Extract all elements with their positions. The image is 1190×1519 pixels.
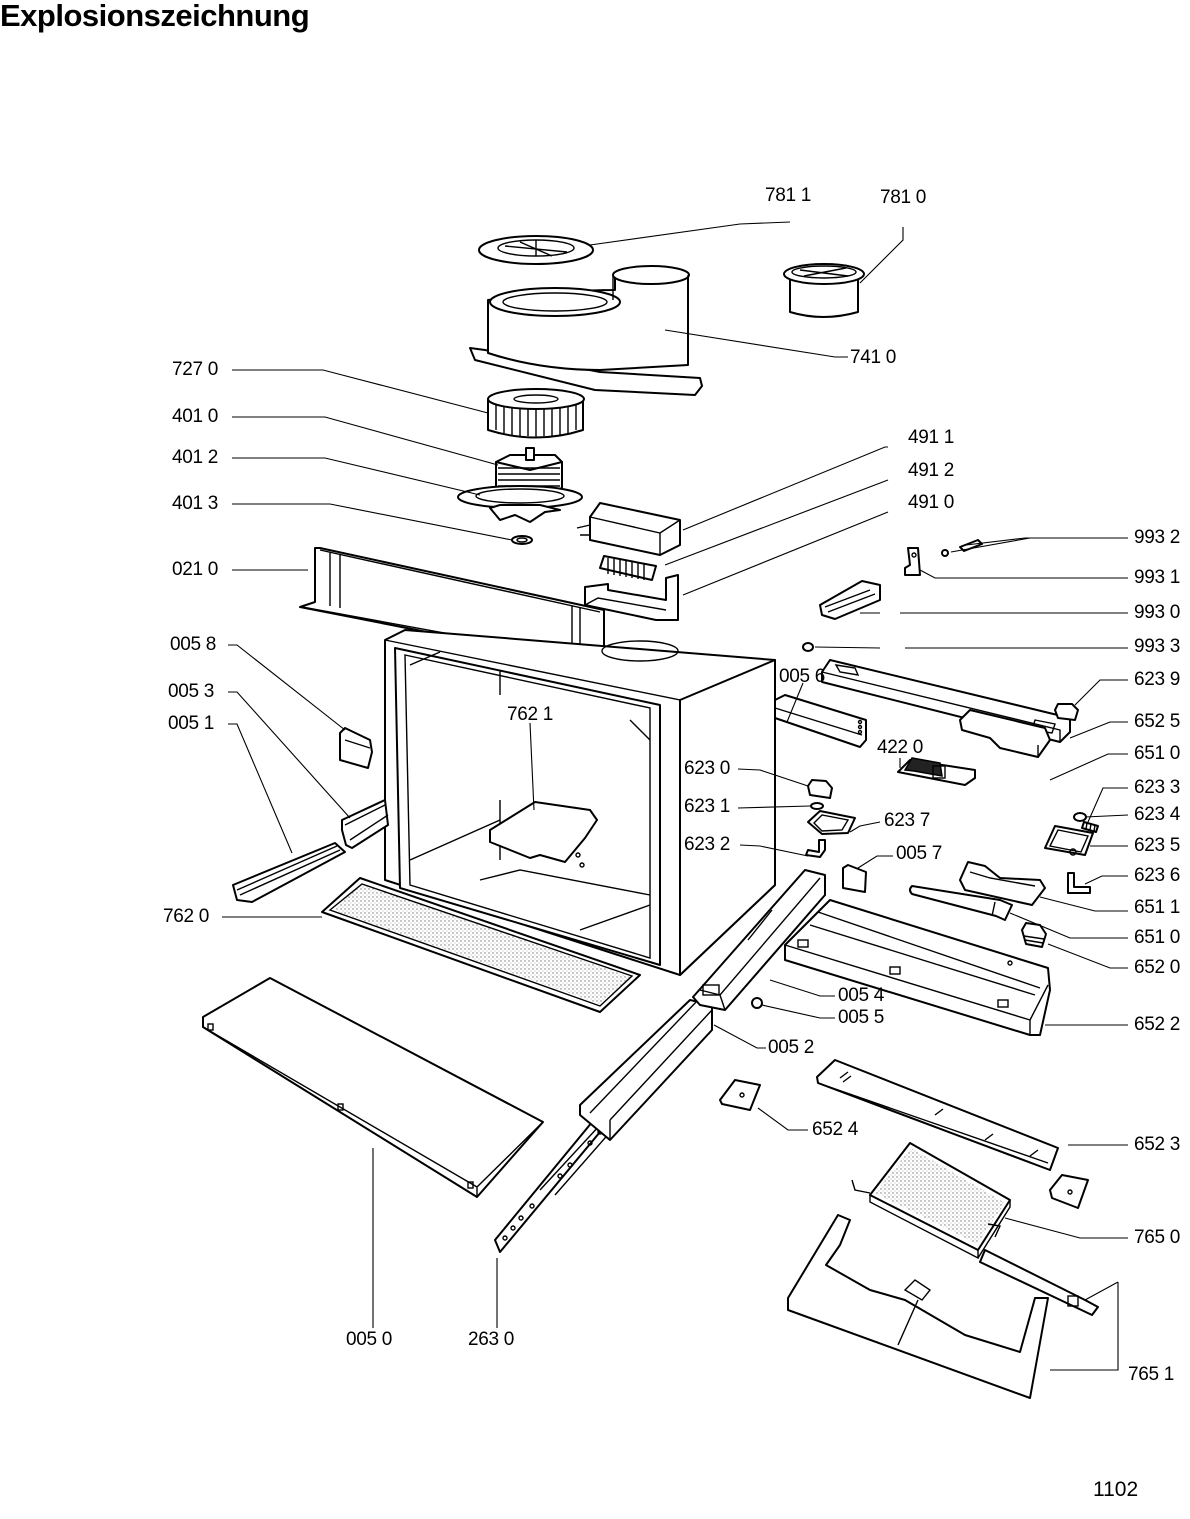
part-401-2-motor-mount	[457, 485, 583, 523]
part-623-0-knob	[807, 779, 833, 799]
callout-005-4: 005 4	[838, 985, 885, 1006]
callout-762-0: 762 0	[163, 906, 210, 927]
part-993-0-guide	[819, 580, 881, 620]
callout-623-1: 623 1	[684, 796, 731, 817]
callout-741-0: 741 0	[850, 347, 897, 368]
callout-401-2: 401 2	[172, 447, 219, 468]
callout-652-0: 652 0	[1134, 957, 1181, 978]
callout-005-3: 005 3	[168, 681, 215, 702]
callout-652-5: 652 5	[1134, 711, 1181, 732]
callout-623-4: 623 4	[1134, 804, 1181, 825]
callout-005-2: 005 2	[768, 1037, 815, 1058]
callout-005-7: 005 7	[896, 843, 943, 864]
part-623-2-angle-pin	[805, 839, 826, 858]
callout-623-6: 623 6	[1134, 865, 1181, 886]
callout-623-0: 623 0	[684, 758, 731, 779]
part-765-1-filter-frame	[787, 1214, 1099, 1399]
callout-652-2: 652 2	[1134, 1014, 1181, 1035]
callout-491-0: 491 0	[908, 492, 955, 513]
callout-765-1: 765 1	[1128, 1364, 1175, 1385]
part-727-0-fan-wheel	[487, 388, 585, 439]
callout-652-3: 652 3	[1134, 1134, 1181, 1155]
part-623-3-spring	[1081, 821, 1099, 833]
part-main-housing	[384, 629, 776, 976]
part-005-1-rail	[232, 842, 346, 903]
callout-021-0: 021 0	[172, 559, 219, 580]
callout-652-4: 652 4	[812, 1119, 859, 1140]
callout-005-6: 005 6	[779, 666, 826, 687]
part-651-1-button-tray	[959, 861, 1046, 906]
callout-623-3: 623 3	[1134, 777, 1181, 798]
callout-401-3: 401 3	[172, 493, 219, 514]
part-623-7-button-cap	[807, 810, 856, 835]
page-title: Explosionszeichnung	[0, 0, 310, 33]
part-005-2-side-profile	[579, 999, 713, 1141]
callout-005-8: 005 8	[170, 634, 217, 655]
part-781-1-outlet-grille	[478, 235, 594, 265]
part-993-1-bracket	[904, 547, 921, 576]
callout-993-2: 993 2	[1134, 527, 1181, 548]
part-765-0-carbon-filter	[851, 1142, 1011, 1260]
callout-781-1: 781 1	[765, 185, 812, 206]
callout-491-1: 491 1	[908, 427, 955, 448]
callout-623-7: 623 7	[884, 810, 931, 831]
callout-651-1: 651 1	[1134, 897, 1181, 918]
part-762-1-inner-plate	[489, 801, 598, 868]
part-781-0-round-cap	[783, 263, 865, 318]
leader-lines	[222, 221, 1129, 1371]
part-623-9-knob	[1054, 703, 1079, 721]
callout-005-5: 005 5	[838, 1007, 885, 1028]
part-652-2-control-rail	[784, 899, 1051, 1036]
part-422-0-switch	[897, 757, 976, 786]
callout-762-1: 762 1	[507, 704, 554, 725]
callout-623-2: 623 2	[684, 834, 731, 855]
callout-623-5: 623 5	[1134, 835, 1181, 856]
part-651-0-push-rod	[909, 885, 1013, 921]
part-623-1-spring-clip	[810, 802, 824, 810]
callout-263-0: 263 0	[468, 1329, 515, 1350]
part-741-0-blower-housing	[469, 265, 703, 396]
part-652-0-switch-cap	[1021, 922, 1047, 948]
part-652-4-clip	[719, 1079, 761, 1111]
callout-422-0: 422 0	[877, 737, 924, 758]
callout-781-0: 781 0	[880, 187, 927, 208]
callout-491-2: 491 2	[908, 460, 955, 481]
callout-765-0: 765 0	[1134, 1227, 1181, 1248]
part-401-3-ring	[511, 535, 533, 545]
callout-993-1: 993 1	[1134, 567, 1181, 588]
part-623-5-button-cap	[1044, 825, 1094, 856]
callout-727-0: 727 0	[172, 359, 219, 380]
part-005-4-side-profile	[692, 869, 826, 1011]
callout-005-0: 005 0	[346, 1329, 393, 1350]
part-993-3-nut	[802, 642, 814, 652]
part-005-8-clip	[339, 727, 373, 769]
part-005-3-side-profile	[341, 799, 389, 849]
callout-993-3: 993 3	[1134, 636, 1181, 657]
part-005-0-front-panel	[202, 977, 544, 1198]
callout-651-0-bottom: 651 0	[1134, 927, 1181, 948]
part-491-0-bracket	[584, 574, 679, 621]
callout-993-0: 993 0	[1134, 602, 1181, 623]
callout-623-9: 623 9	[1134, 669, 1181, 690]
part-005-6-strip	[774, 694, 867, 748]
part-005-5-screw	[751, 997, 763, 1009]
callout-005-1: 005 1	[168, 713, 215, 734]
part-623-4-washer	[1073, 812, 1087, 822]
part-652-3-glass-strip	[816, 1059, 1059, 1171]
part-652-3-clip	[1049, 1174, 1089, 1209]
callout-401-0: 401 0	[172, 406, 219, 427]
part-762-0-grease-filter	[321, 877, 641, 1013]
part-491-1-capacitor-box	[576, 502, 681, 556]
part-005-7-clip	[842, 864, 867, 893]
callout-651-0-top: 651 0	[1134, 743, 1181, 764]
page-number: 1102	[1093, 1478, 1139, 1501]
part-651-0-button-bar	[959, 709, 1051, 758]
part-491-2-terminal-block	[599, 555, 657, 581]
part-623-6-angle-pin	[1067, 872, 1091, 894]
